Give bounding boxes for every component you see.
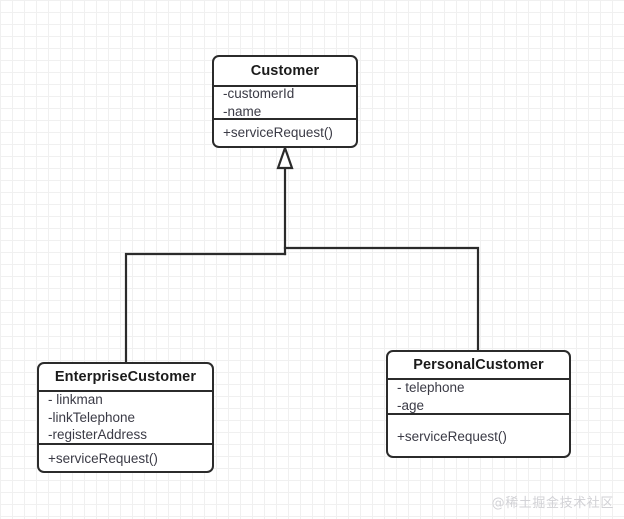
uml-class-customer[interactable]: Customer -customerId -name +serviceReque… xyxy=(212,55,358,148)
operations-compartment-customer: +serviceRequest() xyxy=(214,120,356,146)
operation-item: +serviceRequest() xyxy=(397,428,507,444)
watermark: @稀土掘金技术社区 xyxy=(491,496,614,511)
attribute-item: -age xyxy=(397,397,425,413)
attributes-compartment-enterprisecustomer: - linkman -linkTelephone -registerAddres… xyxy=(39,392,212,445)
attributes-compartment-customer: -customerId -name xyxy=(214,85,356,120)
uml-class-enterprisecustomer[interactable]: EnterpriseCustomer - linkman -linkTeleph… xyxy=(37,362,214,473)
attributes-compartment-personalcustomer: - telephone -age xyxy=(388,380,569,415)
attribute-item: -linkTelephone xyxy=(48,409,136,425)
generalization-branch-personalcustomer xyxy=(283,246,480,353)
hollow-triangle-arrowhead-icon xyxy=(276,144,294,170)
class-name-customer: Customer xyxy=(214,57,356,87)
attribute-item: -name xyxy=(223,103,262,119)
operation-item: +serviceRequest() xyxy=(48,451,158,467)
generalization-branch-enterprisecustomer xyxy=(124,252,287,365)
uml-class-personalcustomer[interactable]: PersonalCustomer - telephone -age +servi… xyxy=(386,350,571,458)
operations-compartment-enterprisecustomer: +serviceRequest() xyxy=(39,445,212,471)
attribute-item: - linkman xyxy=(48,391,103,407)
operation-item: +serviceRequest() xyxy=(223,125,333,141)
class-name-enterprisecustomer: EnterpriseCustomer xyxy=(39,364,212,392)
class-name-personalcustomer: PersonalCustomer xyxy=(388,352,569,380)
attribute-item: -registerAddress xyxy=(48,427,148,443)
attribute-item: -customerId xyxy=(223,85,295,101)
operations-compartment-personalcustomer: +serviceRequest() xyxy=(388,415,569,456)
attribute-item: - telephone xyxy=(397,379,465,395)
